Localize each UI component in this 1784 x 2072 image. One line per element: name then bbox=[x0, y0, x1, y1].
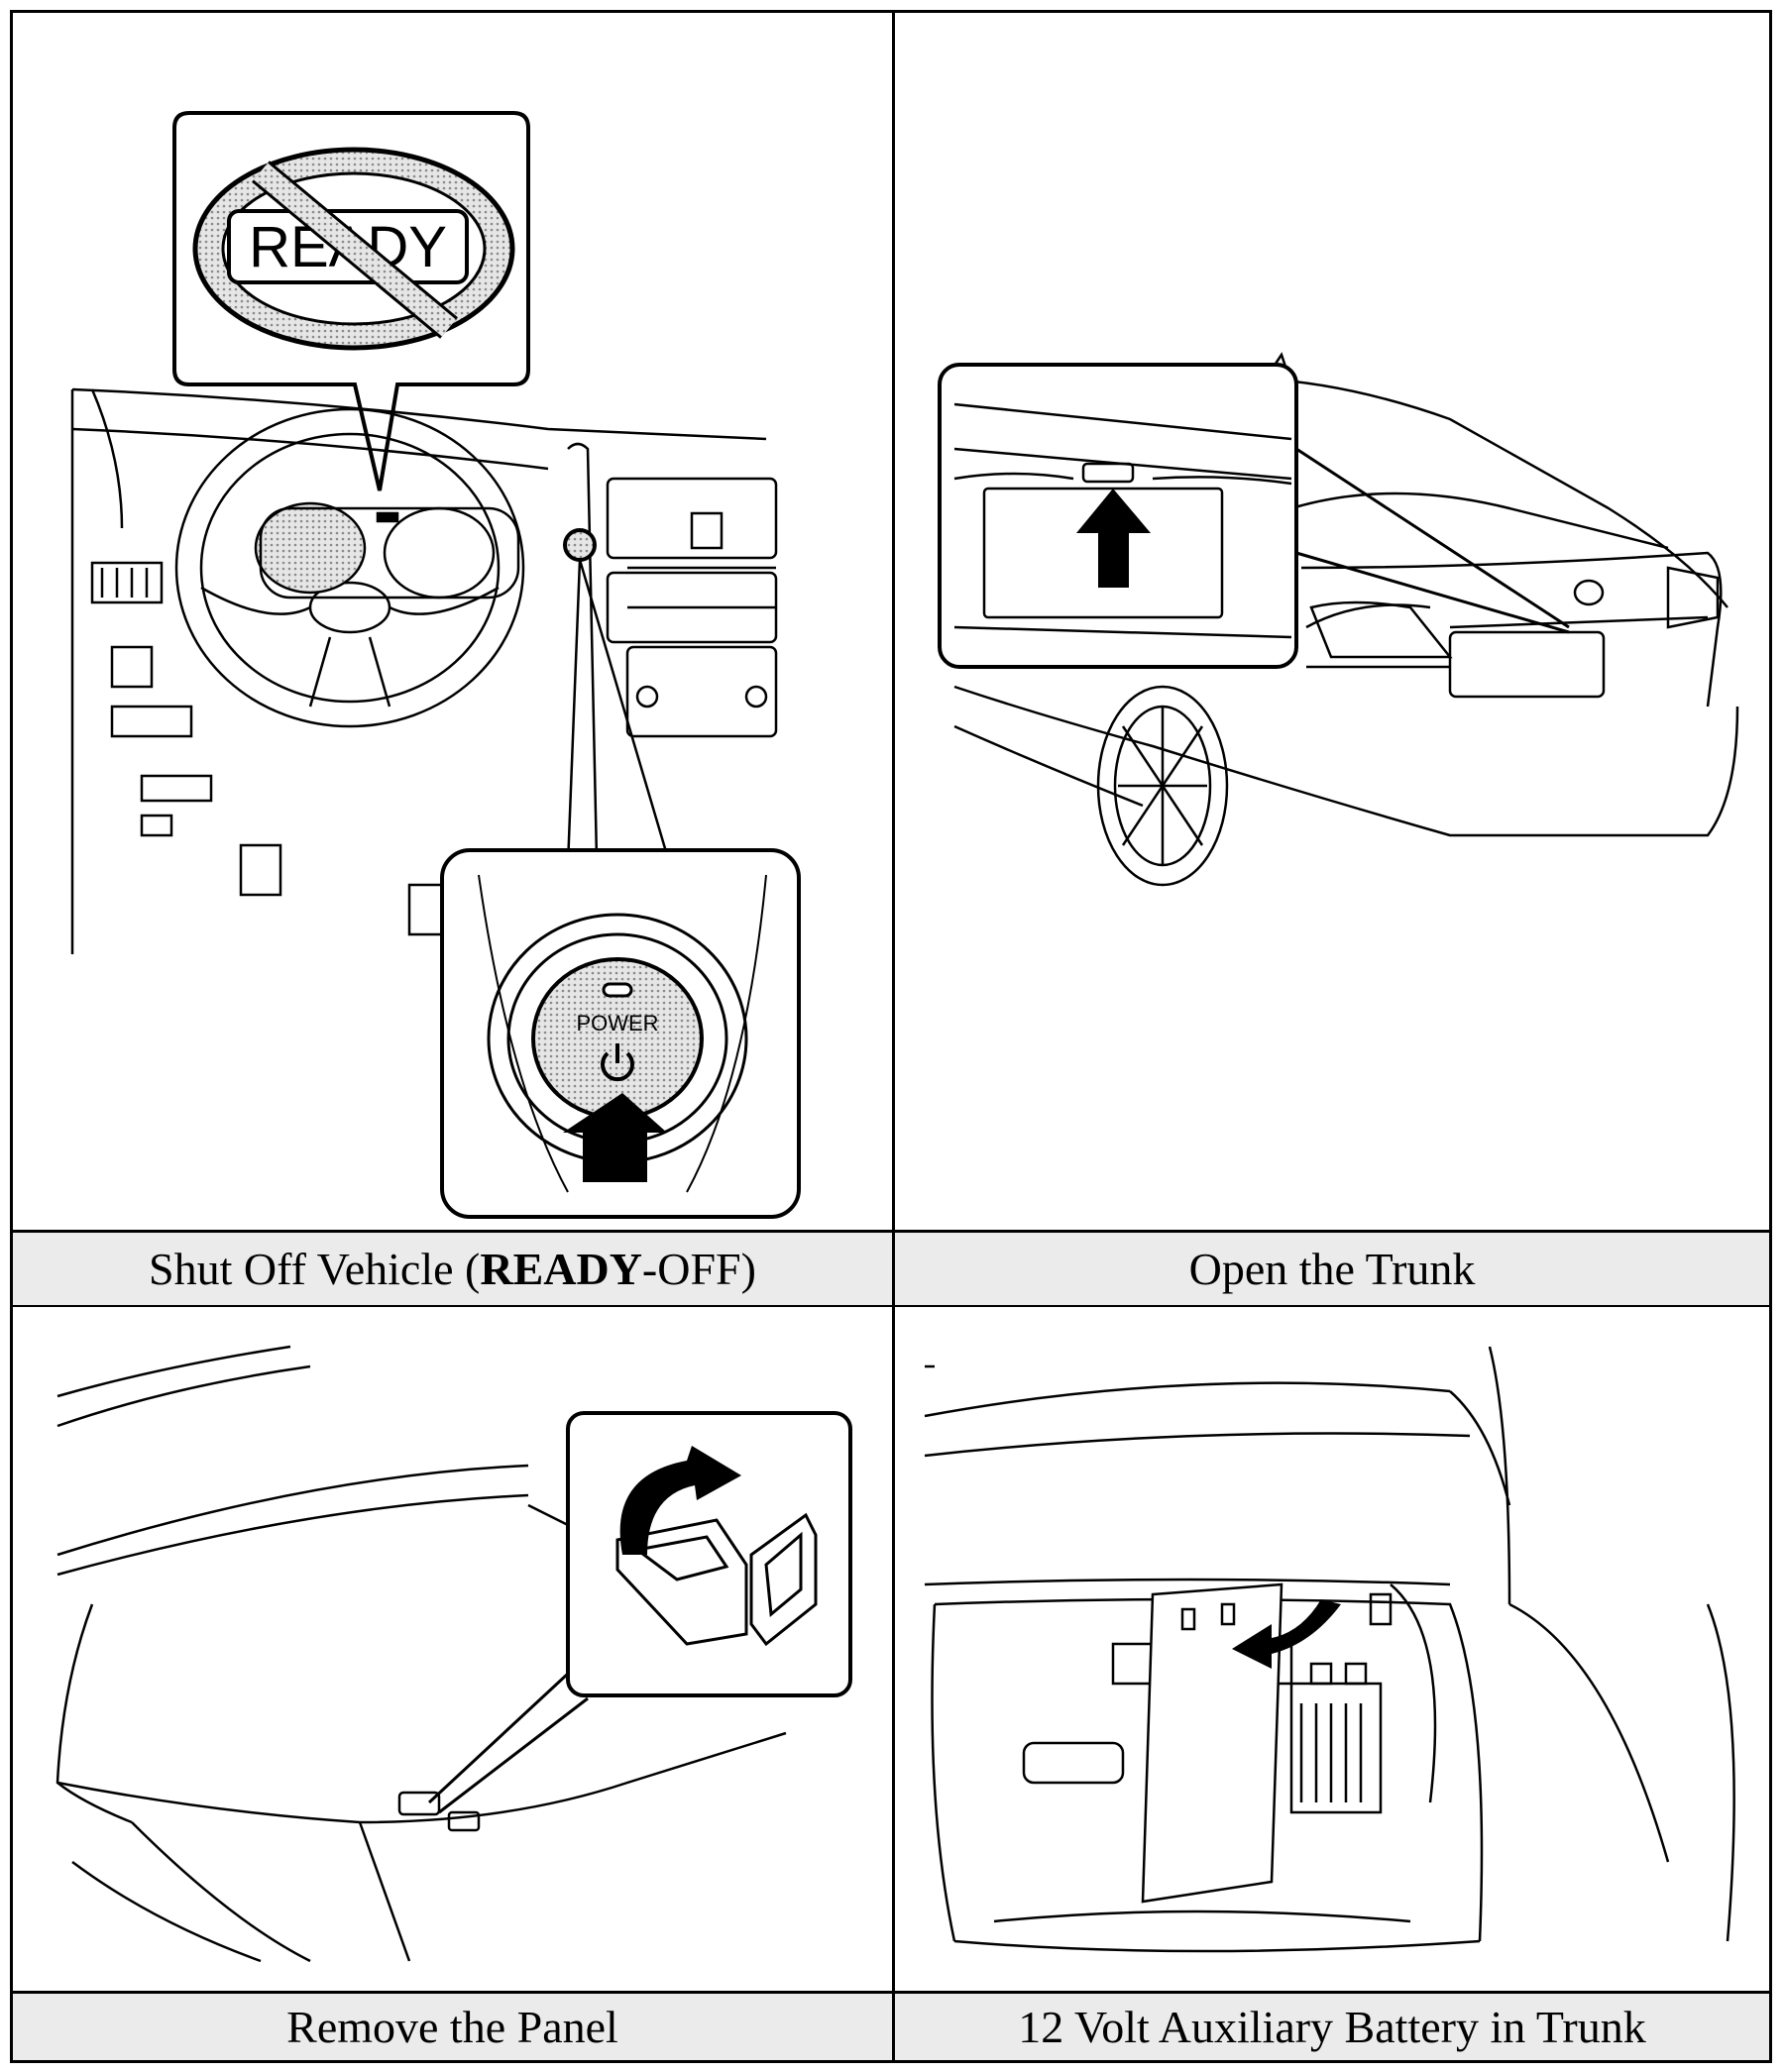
column-divider bbox=[892, 13, 895, 2060]
row-divider-top bbox=[13, 1230, 1769, 1233]
trunk-floor-illustration bbox=[56, 1345, 852, 1963]
caption-suffix: -OFF) bbox=[641, 1244, 756, 1294]
rotate-arrow-icon bbox=[619, 1446, 741, 1555]
panel-battery-in-trunk bbox=[895, 1307, 1769, 2002]
curved-arrow-icon bbox=[1232, 1599, 1341, 1669]
dashboard-illustration: READY bbox=[70, 111, 801, 1219]
row-divider-bottom bbox=[13, 1991, 1769, 1994]
row-divider-middle bbox=[13, 1304, 1769, 1307]
caption-remove-panel: Remove the Panel bbox=[13, 1994, 892, 2060]
panel-handle-callout bbox=[566, 1411, 852, 1697]
up-arrow-icon bbox=[563, 1093, 667, 1182]
caption-shut-off-vehicle: Shut Off Vehicle (READY-OFF) bbox=[13, 1233, 892, 1305]
power-icon bbox=[601, 1051, 634, 1082]
up-arrow-icon bbox=[1076, 489, 1151, 588]
car-rear-illustration bbox=[938, 352, 1739, 887]
ready-callout: READY bbox=[172, 111, 530, 491]
caption-open-trunk: Open the Trunk bbox=[895, 1233, 1769, 1305]
caption-prefix: Shut Off Vehicle ( bbox=[149, 1244, 481, 1294]
panel-open-trunk bbox=[895, 13, 1769, 1230]
trunk-release-callout bbox=[938, 363, 1570, 669]
caption-bold-ready: READY bbox=[480, 1244, 642, 1294]
power-button-label: POWER bbox=[576, 1011, 658, 1036]
panel-remove-panel bbox=[13, 1307, 892, 2002]
instruction-sheet: READY bbox=[10, 10, 1772, 2063]
caption-battery-in-trunk: 12 Volt Auxiliary Battery in Trunk bbox=[895, 1994, 1769, 2060]
power-button-callout: POWER bbox=[440, 848, 801, 1219]
panel-shut-off-vehicle: READY bbox=[13, 13, 892, 1230]
open-trunk-illustration bbox=[924, 1346, 1735, 1953]
dashboard-drawing bbox=[70, 387, 778, 954]
